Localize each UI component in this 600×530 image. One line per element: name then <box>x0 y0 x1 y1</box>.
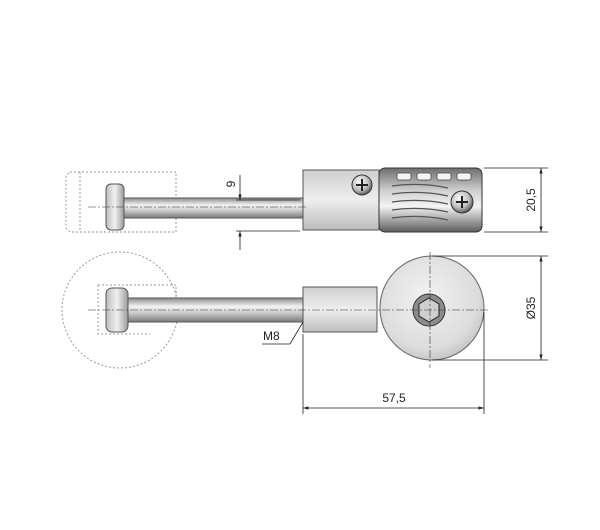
rod-top <box>121 197 306 219</box>
thread-label: M8 <box>263 329 280 343</box>
dim-label-slot: 9 <box>224 180 238 187</box>
bottom-view: M8 Ø35 57,5 <box>61 251 548 414</box>
screw-cross <box>356 179 368 191</box>
cam-ribs <box>391 183 449 221</box>
body-block-bottom <box>302 286 378 333</box>
dim-label-length: 57,5 <box>382 391 406 405</box>
top-view: 9 20,5 <box>65 167 548 250</box>
thread-callout: M8 <box>262 321 304 345</box>
cam-slots <box>396 172 472 181</box>
cam-screw-cross <box>456 196 468 208</box>
dimension-height: 20,5 <box>484 167 548 233</box>
dimension-diameter: Ø35 <box>432 255 548 361</box>
cam-housing-side <box>378 167 483 233</box>
dim-label-diameter: Ø35 <box>524 296 538 319</box>
dimension-slot-height: 9 <box>224 175 300 250</box>
ghost-pocket-side <box>97 285 150 335</box>
ghost-housing-top <box>65 171 177 233</box>
dimension-length: 57,5 <box>302 312 485 414</box>
dim-label-height: 20,5 <box>524 188 538 212</box>
